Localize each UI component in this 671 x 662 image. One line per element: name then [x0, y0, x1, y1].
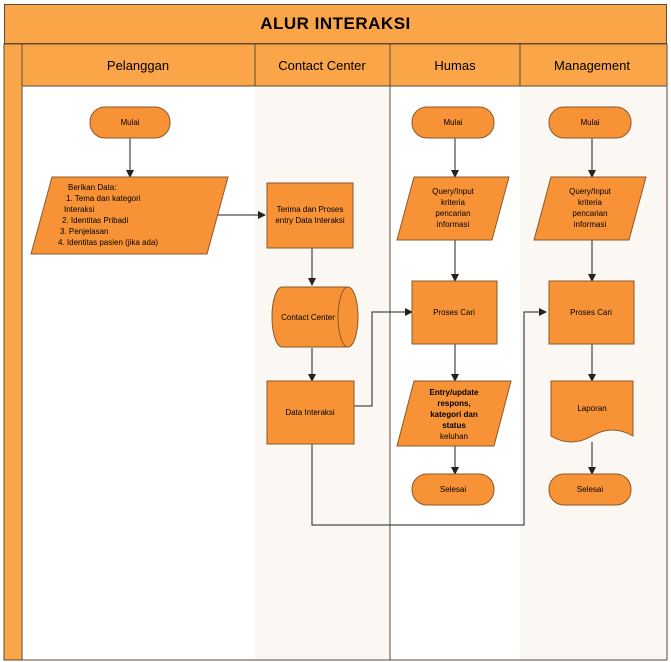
flow-arrow: [354, 308, 413, 407]
end-terminal-management-label: Selesai: [577, 485, 603, 494]
input-query-management-label: informasi: [574, 220, 607, 229]
process-data-interaksi-label: Data Interaksi: [285, 408, 335, 417]
process-proses-cari-management: [548, 280, 635, 345]
start-terminal-management-label: Mulai: [580, 118, 599, 127]
input-entry-update-label: respons,: [437, 399, 470, 408]
input-entry-update-label: keluhan: [440, 432, 468, 441]
process-data-interaksi: [266, 380, 355, 445]
lane-title-pelanggan: Pelanggan: [107, 58, 169, 73]
end-terminal-management: [548, 473, 632, 506]
start-terminal-humas: [411, 106, 495, 139]
lane-header-management: [519, 43, 668, 87]
lane-bg-pelanggan: [22, 86, 255, 660]
start-terminal-management: [548, 106, 632, 139]
input-query-humas-label: informasi: [437, 220, 470, 229]
lane-title-contact-center: Contact Center: [278, 58, 366, 73]
input-berikan-data-label: Berikan Data:: [68, 183, 116, 192]
lane-title-humas: Humas: [434, 58, 476, 73]
lane-header-contact-center: [254, 43, 391, 87]
end-terminal-humas-label: Selesai: [440, 485, 466, 494]
input-berikan-data-label: 3. Penjelasan: [60, 227, 108, 236]
input-query-management: [533, 176, 647, 241]
input-query-humas-label: kriteria: [441, 198, 466, 207]
process-proses-cari-management-label: Proses Cari: [570, 308, 612, 317]
flow-arrow: [311, 308, 547, 526]
lane-header-humas: [389, 43, 521, 87]
lane-bg-contact-center: [255, 86, 390, 660]
start-terminal-pelanggan: [89, 106, 171, 139]
input-berikan-data-label: 1. Tema dan kategori: [66, 194, 141, 203]
document-laporan-label: Laporan: [577, 404, 606, 413]
left-pool-strip: [3, 43, 23, 661]
input-query-management-label: kriteria: [578, 198, 603, 207]
input-berikan-data-label: 2. Identitas Pribadi: [62, 216, 128, 225]
input-query-management-label: Query/Input: [569, 187, 612, 196]
input-berikan-data-label: Interaksi: [64, 205, 94, 214]
document-laporan: [550, 380, 634, 443]
process-proses-cari-humas-label: Proses Cari: [433, 308, 475, 317]
input-berikan-data: [30, 176, 229, 255]
end-terminal-humas: [411, 473, 495, 506]
process-proses-cari-humas: [411, 280, 498, 345]
pool-border: [3, 43, 668, 661]
start-terminal-humas-label: Mulai: [443, 118, 462, 127]
stored-data-contact-center-label: Contact Center: [281, 313, 335, 322]
diagram-title: ALUR INTERAKSI: [4, 4, 667, 44]
input-entry-update-label: Entry/update: [430, 388, 479, 397]
start-terminal-pelanggan-label: Mulai: [120, 118, 139, 127]
input-query-humas: [396, 176, 510, 241]
lane-bg-management: [520, 86, 667, 660]
input-entry-update-label: status: [442, 421, 466, 430]
lane-title-management: Management: [554, 58, 630, 73]
process-terima-proses: [266, 182, 354, 249]
input-query-management-label: pencarian: [572, 209, 607, 218]
process-terima-proses-label: Terima dan Proses: [277, 205, 344, 214]
stored-data-edge: [337, 286, 349, 348]
process-terima-proses-label: entry Data Interaksi: [275, 216, 345, 225]
input-berikan-data-label: 4. Identitas pasien (jika ada): [58, 238, 158, 247]
input-entry-update-label: kategori dan: [430, 410, 478, 419]
input-query-humas-label: pencarian: [435, 209, 470, 218]
input-query-humas-label: Query/Input: [432, 187, 475, 196]
input-entry-update: [396, 380, 512, 447]
